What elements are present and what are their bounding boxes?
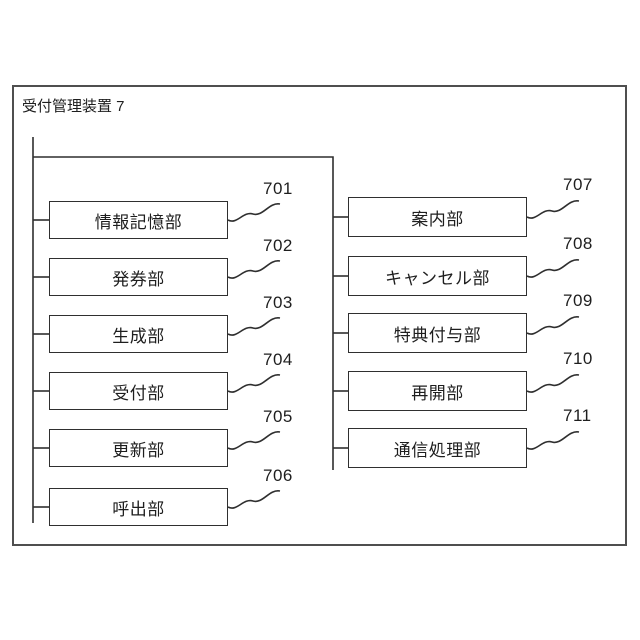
unit-label: 受付部 xyxy=(112,383,165,403)
ref-number-703: 703 xyxy=(263,293,293,312)
ref-number-710: 710 xyxy=(563,349,593,368)
ref-number-708: 708 xyxy=(563,234,593,253)
ref-number-709: 709 xyxy=(563,291,593,310)
unit-box-705: 更新部 xyxy=(49,429,228,467)
unit-label: 発券部 xyxy=(112,269,165,289)
unit-box-702: 発券部 xyxy=(49,258,228,296)
unit-box-701: 情報記憶部 xyxy=(49,201,228,239)
device-title: 受付管理装置 7 xyxy=(22,98,125,115)
unit-label: 通信処理部 xyxy=(393,440,482,460)
unit-label: 案内部 xyxy=(411,209,464,229)
unit-box-710: 再開部 xyxy=(348,371,527,411)
unit-box-707: 案内部 xyxy=(348,197,527,237)
unit-label: 情報記憶部 xyxy=(94,212,183,232)
unit-box-708: キャンセル部 xyxy=(348,256,527,296)
unit-label: 再開部 xyxy=(411,383,464,403)
unit-box-706: 呼出部 xyxy=(49,488,228,526)
ref-number-707: 707 xyxy=(563,175,593,194)
unit-box-704: 受付部 xyxy=(49,372,228,410)
unit-label: キャンセル部 xyxy=(385,268,490,288)
ref-number-702: 702 xyxy=(263,236,293,255)
unit-box-711: 通信処理部 xyxy=(348,428,527,468)
unit-label: 生成部 xyxy=(112,326,165,346)
ref-number-706: 706 xyxy=(263,466,293,485)
ref-number-711: 711 xyxy=(563,406,592,425)
unit-label: 特典付与部 xyxy=(393,325,482,345)
ref-number-705: 705 xyxy=(263,407,293,426)
unit-label: 更新部 xyxy=(112,440,165,460)
ref-number-704: 704 xyxy=(263,350,293,369)
unit-label: 呼出部 xyxy=(112,499,165,519)
ref-number-701: 701 xyxy=(263,179,293,198)
device-frame xyxy=(12,85,627,546)
unit-box-709: 特典付与部 xyxy=(348,313,527,353)
unit-box-703: 生成部 xyxy=(49,315,228,353)
